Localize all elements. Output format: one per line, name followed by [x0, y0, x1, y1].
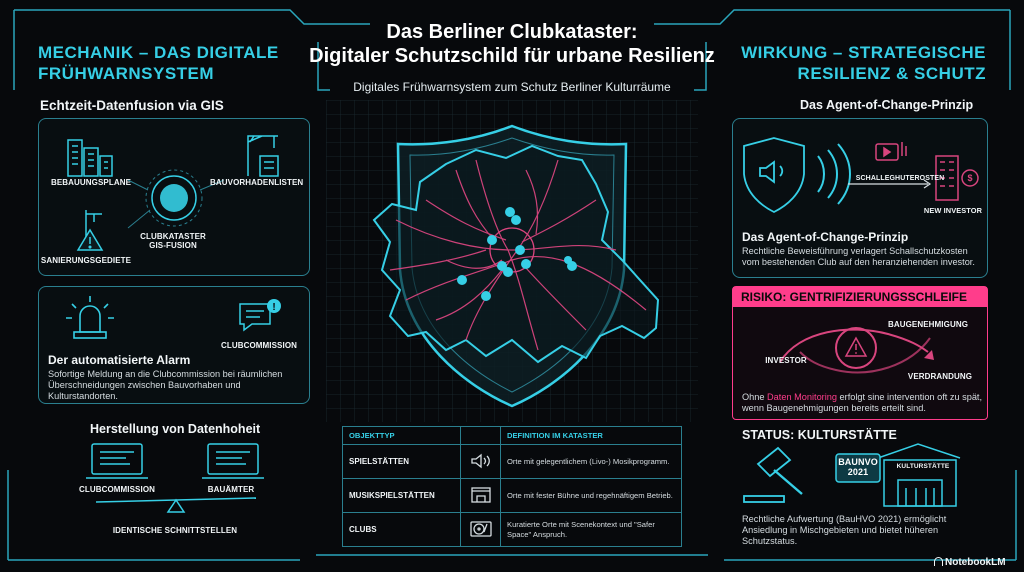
status-text: Rechtliche Aufwertung (BauHVO 2021) ermö…: [742, 514, 947, 546]
brand-label: NotebookLM: [945, 557, 1006, 568]
table-row: CLUBS Kuratierte Orte mit Scenekontext u…: [342, 512, 682, 547]
gis-fusion-label: CLUBKATASTER GIS-FUSION: [128, 232, 218, 250]
laptop-left-icon: [86, 443, 148, 479]
bebauungsplane-label: BEBAUUNGSPLANE: [50, 178, 132, 187]
svg-text:!: !: [272, 302, 275, 313]
hoheit-graphic: [86, 443, 264, 513]
svg-text:$: $: [967, 173, 972, 183]
kulturstaette-sign: KULTURSTÄTTE: [896, 463, 950, 470]
col-objekttyp: OBJEKTTYP: [342, 426, 461, 445]
turntable-icon: [469, 520, 492, 537]
row-def: Orte mit gelegentlichem (Livo-) Mosikpro…: [500, 444, 682, 479]
row-name: MUSIKSPIELSTÄTTEN: [342, 478, 461, 513]
fusion-title: Echtzeit-Datenfusion via GIS: [40, 98, 224, 113]
crane-icon: [247, 135, 279, 177]
new-investor-label: NEW INVESTOR: [923, 206, 983, 215]
alarm-clubcommission-label: CLUBCOMMISSION: [220, 341, 298, 350]
col-icon: [460, 426, 501, 445]
schall-label: SCHALLEGHUTEROSTEN: [855, 175, 945, 182]
title-line-2: Digitaler Schutzschild für urbane Resili…: [309, 45, 715, 67]
agent-graphic: $: [743, 137, 979, 214]
club-markers: [457, 207, 577, 301]
hoheit-clubcommission-label: CLUBCOMMISSION: [78, 485, 156, 494]
hoheit-schnittstellen-label: IDENTISCHE SCHNITTSTELLEN: [112, 526, 238, 535]
warning-eye-icon: [835, 327, 877, 369]
laptop-right-icon: [202, 443, 264, 479]
risiko-text: Ohne Daten Monitoring erfolgt sine inter…: [742, 392, 986, 414]
media-icon: [875, 143, 899, 161]
row-name: CLUBS: [342, 512, 461, 547]
notebooklm-icon: [934, 557, 943, 566]
sanierung-label: SANIERUNGSGEDIETE: [40, 256, 132, 265]
investor-building-icon: [935, 155, 979, 201]
row-def: Kuratierte Orte mit Scenekontext und "Sa…: [500, 512, 682, 547]
chat-alert-icon: !: [239, 299, 281, 332]
buildings-icon: [67, 139, 113, 177]
daten-monitoring-link[interactable]: Daten Monitoring: [767, 392, 837, 402]
alarm-title: Der automatisierte Alarm: [48, 353, 191, 367]
objekttyp-table: OBJEKTTYP DEFINITION IM KATASTER SPIELST…: [342, 426, 682, 547]
left-heading-line-2: FRÜHWARNSYSTEM: [38, 64, 215, 83]
title-line-1: Das Berliner Clubkataster:: [386, 21, 638, 43]
speaker-icon: [470, 453, 490, 468]
alarm-text: Sofortige Meldung an die Clubcommission …: [48, 369, 283, 401]
shield-speaker-icon: [743, 137, 805, 214]
risiko-text-post: erfolgt sine intervention oft zu spät, w…: [742, 392, 983, 413]
baunvo-badge: [835, 453, 881, 483]
risiko-box: [732, 286, 988, 420]
baunvo-line-1: BAUNVO: [838, 457, 878, 467]
hoheit-bauamter-label: BAUÄMTER: [207, 485, 255, 494]
fusion-panel: Echtzeit-Datenfusion via GIS: [38, 96, 308, 276]
gavel-icon: [743, 446, 803, 503]
agent-box: [732, 118, 988, 278]
balance-icon: [95, 497, 257, 513]
agent-subtitle: Das Agent-of-Change-Prinzip: [742, 230, 909, 244]
berlin-outline: [372, 144, 660, 364]
row-name: SPIELSTÄTTEN: [342, 444, 461, 479]
risiko-title: RISIKO: GENTRIFIZIERUNGSSCHLEIFE: [733, 287, 987, 307]
table-row: SPIELSTÄTTEN Orte mit gelegentlichem (Li…: [342, 444, 682, 479]
bauvorhaben-label: BAUVORHADENLISTEN: [210, 178, 304, 187]
status-title: STATUS: KULTURSTÄTTE: [742, 428, 897, 442]
gis-hub-icon: [127, 169, 225, 229]
table-row: MUSIKSPIELSTÄTTEN Orte mit fester Bühne …: [342, 478, 682, 513]
risk-investor-label: INVESTOR: [765, 356, 807, 365]
page-subtitle: Digitales Frühwarnsystem zum Schutz Berl…: [353, 80, 671, 94]
left-heading: MECHANIK – DAS DIGITALE FRÜHWARNSYSTEM: [38, 42, 308, 84]
fusion-graphic: [67, 135, 279, 251]
agent-text: Rechtliche Beweisführung verlagert Schal…: [742, 246, 975, 267]
berlin-map: [326, 100, 698, 422]
stage-icon: [470, 486, 491, 503]
right-heading-line-2: RESILIENZ & SCHUTZ: [797, 64, 986, 83]
risiko-text-pre: Ohne: [742, 392, 768, 402]
baugenehmigung-label: BAUGENEHMIGUNG: [887, 320, 969, 329]
kulturstaette-building-icon: [877, 443, 961, 507]
alarm-box: [38, 286, 310, 404]
baunvo-label: BAUNVO 2021: [836, 457, 880, 477]
right-heading: WIRKUNG – STRATEGISCHE RESILIENZ & SCHUT…: [716, 42, 986, 84]
col-definition: DEFINITION IM KATASTER: [500, 426, 682, 445]
siren-icon: [66, 296, 114, 339]
baunvo-line-2: 2021: [847, 467, 869, 477]
left-heading-line-1: MECHANIK – DAS DIGITALE: [38, 43, 279, 62]
page-title: Das Berliner Clubkataster: Digitaler Sch…: [300, 20, 724, 68]
row-def: Orte mit fester Bühne und regehnäftigem …: [500, 478, 682, 513]
agent-title: Das Agent-of-Change-Prinzip: [800, 98, 974, 112]
warning-crane-icon: [76, 210, 104, 251]
gis-fusion-line-1: CLUBKATASTER: [140, 232, 206, 241]
brand-footer: NotebookLM: [934, 557, 1006, 568]
right-heading-line-1: WIRKUNG – STRATEGISCHE: [741, 43, 986, 62]
verdrandung-label: VERDRANDUNG: [907, 372, 973, 381]
gis-fusion-line-2: GIS-FUSION: [149, 241, 197, 250]
status-graphic: [743, 443, 961, 507]
risiko-loop-graphic: [779, 327, 934, 374]
hoheit-title: Herstellung von Datenhoheit: [90, 422, 261, 436]
